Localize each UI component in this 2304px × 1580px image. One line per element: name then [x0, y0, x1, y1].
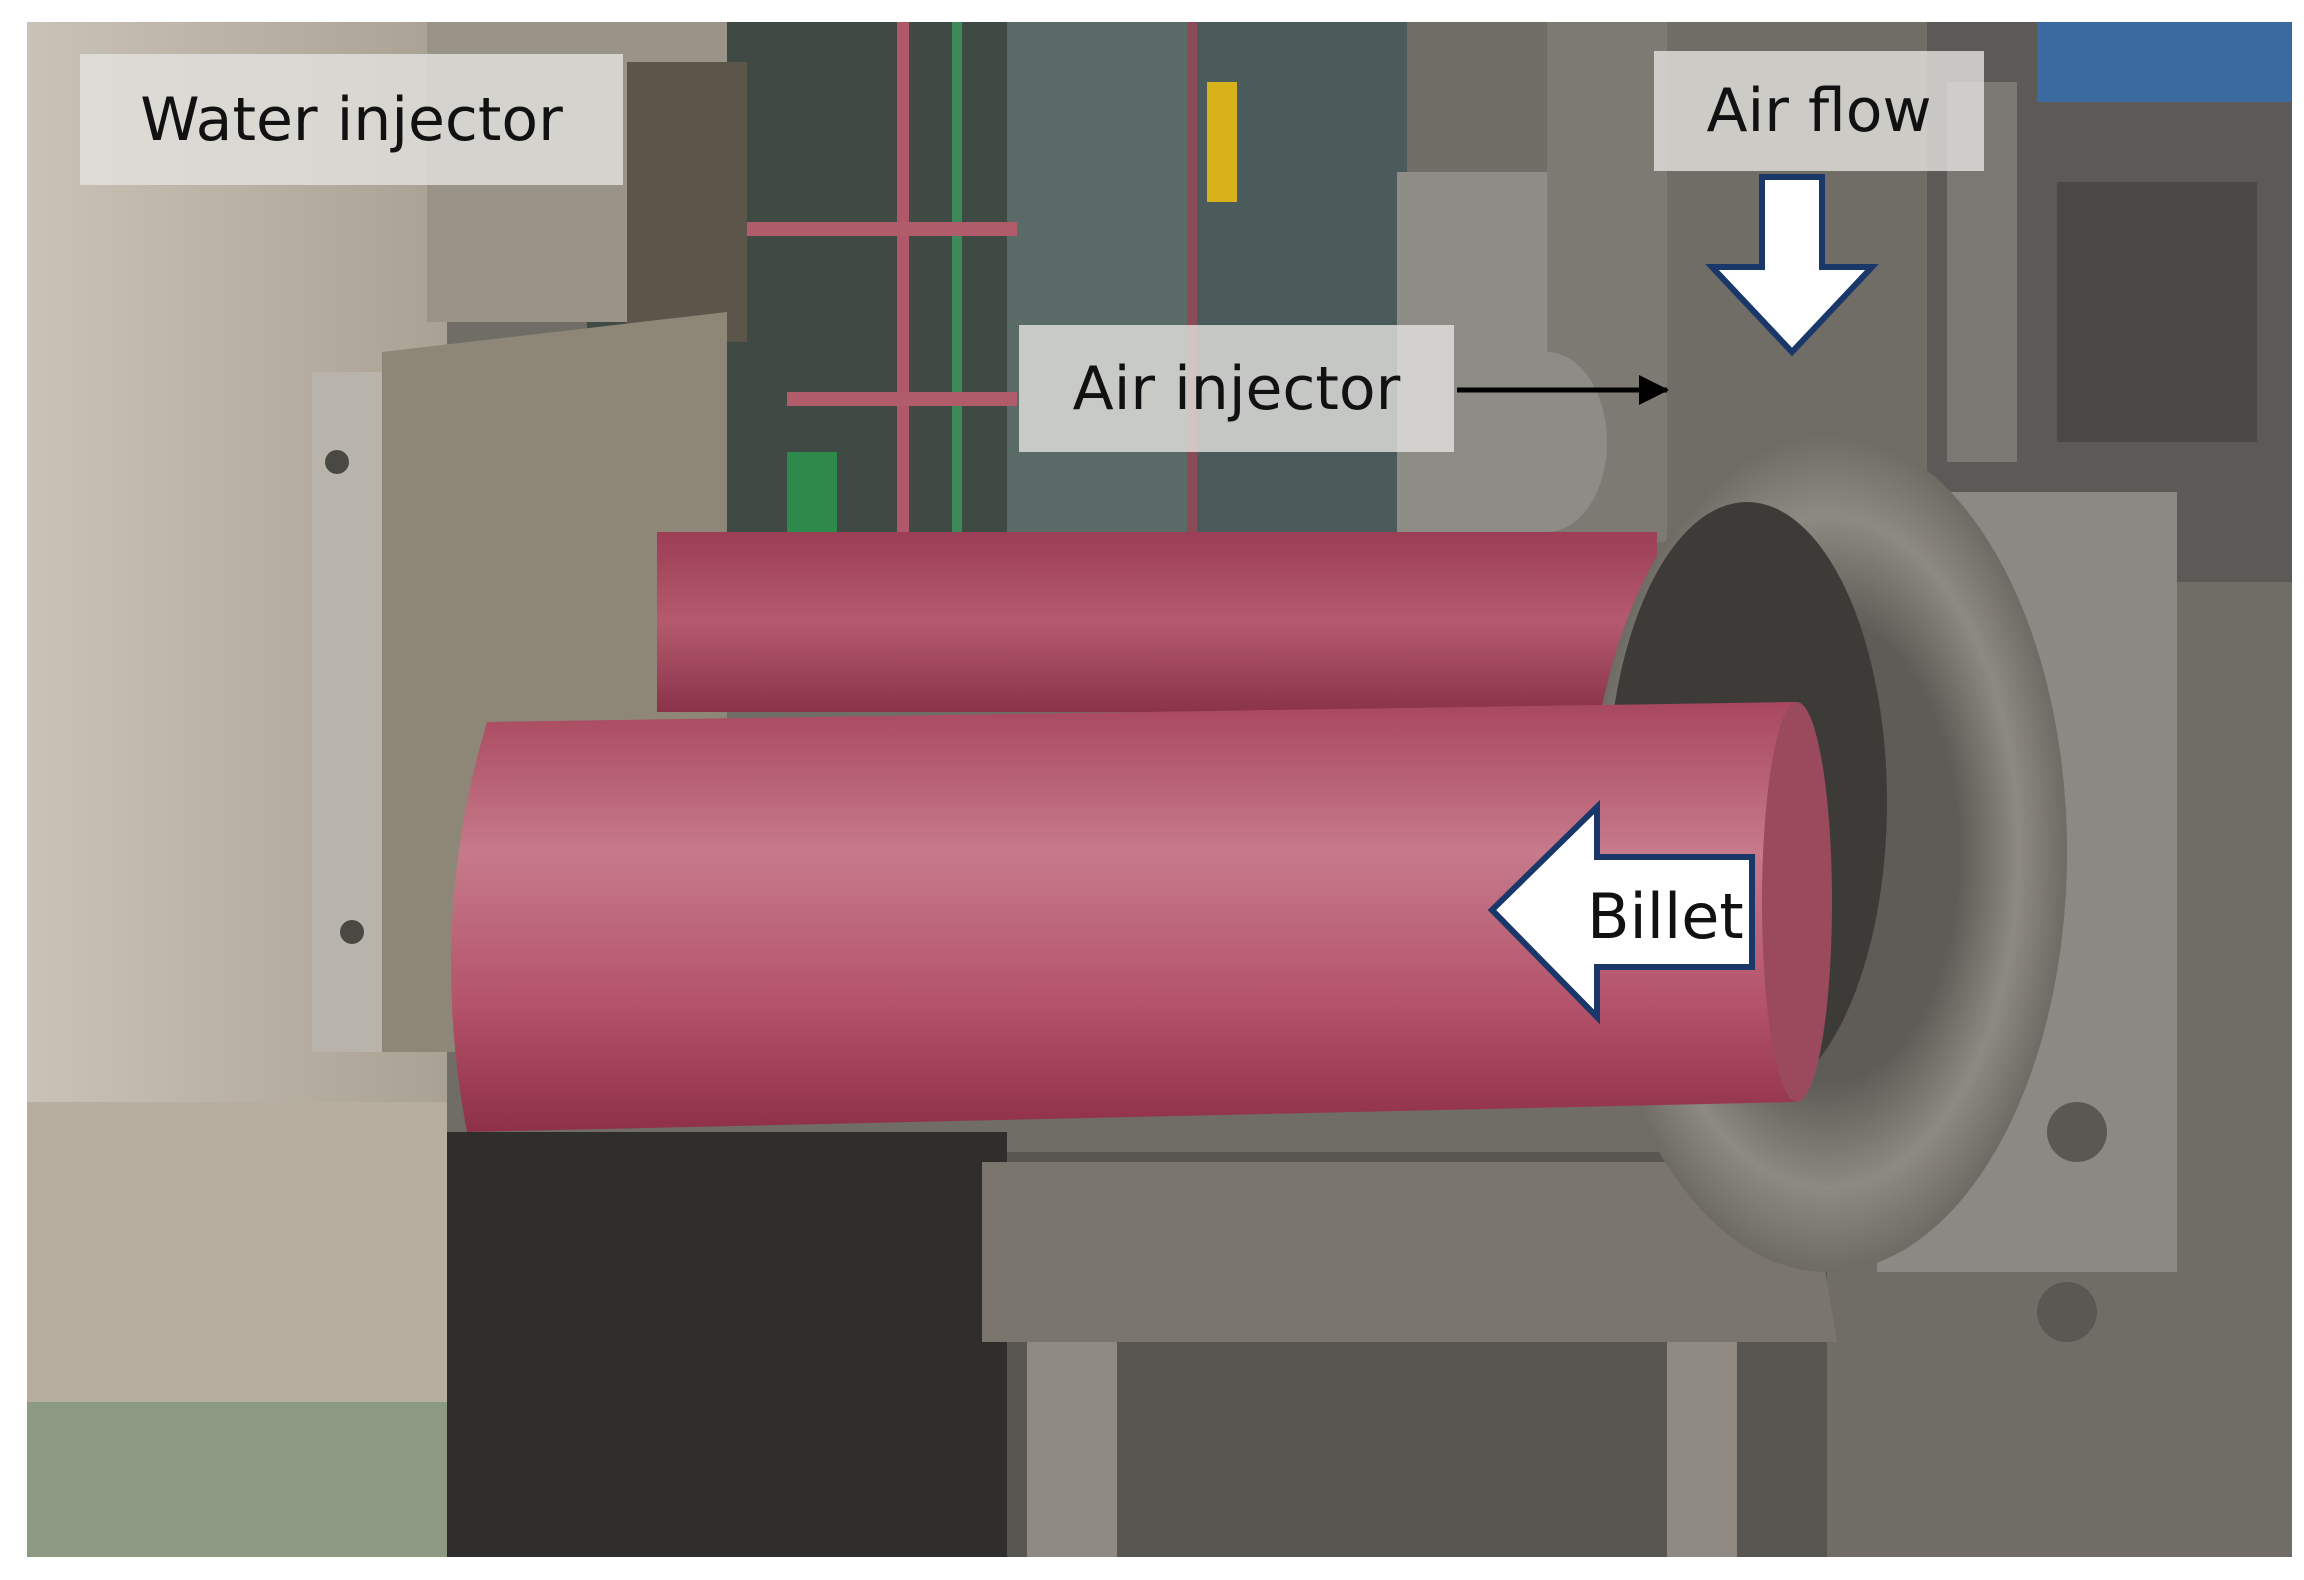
down-arrow-icon [1705, 174, 1879, 357]
left-arrow-icon [1487, 799, 1755, 1025]
water-injector-label: Water injector [80, 54, 623, 185]
air-flow-label: Air flow [1654, 51, 1984, 171]
billet-label: Billet [1587, 880, 1744, 953]
photo: Water injector Air flow Air injector Bil… [27, 22, 2292, 1557]
air-injector-label: Air injector [1019, 325, 1454, 452]
